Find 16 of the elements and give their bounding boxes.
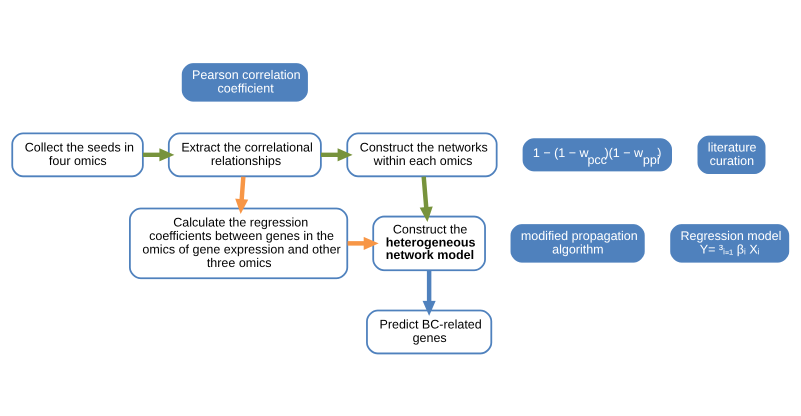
node-box: literature curation — [698, 135, 766, 174]
node-box: modified propagation algorithm — [510, 224, 645, 262]
arrow — [142, 148, 174, 161]
arrow — [235, 176, 248, 214]
arrow — [420, 176, 433, 222]
node-box: Predict BC-related genes — [366, 309, 492, 354]
node-box: Construct the heterogeneous network model — [372, 215, 486, 271]
node-box: Collect the seeds in four omics — [11, 132, 144, 177]
node-box: Construct the networks within each omics — [346, 132, 498, 177]
node-box: Regression model Y= ³ᵢ₌₁ βᵢ Xᵢ — [670, 224, 790, 262]
node-box: Pearson correlation coefficient — [182, 62, 308, 102]
node-box: Calculate the regression coefficients between genes in the omics of gene expression and other three omics — [129, 207, 348, 279]
arrow — [422, 270, 436, 316]
arrow — [348, 236, 379, 250]
arrow — [320, 148, 353, 161]
node-box: Extract the correlational relationships — [168, 132, 322, 177]
